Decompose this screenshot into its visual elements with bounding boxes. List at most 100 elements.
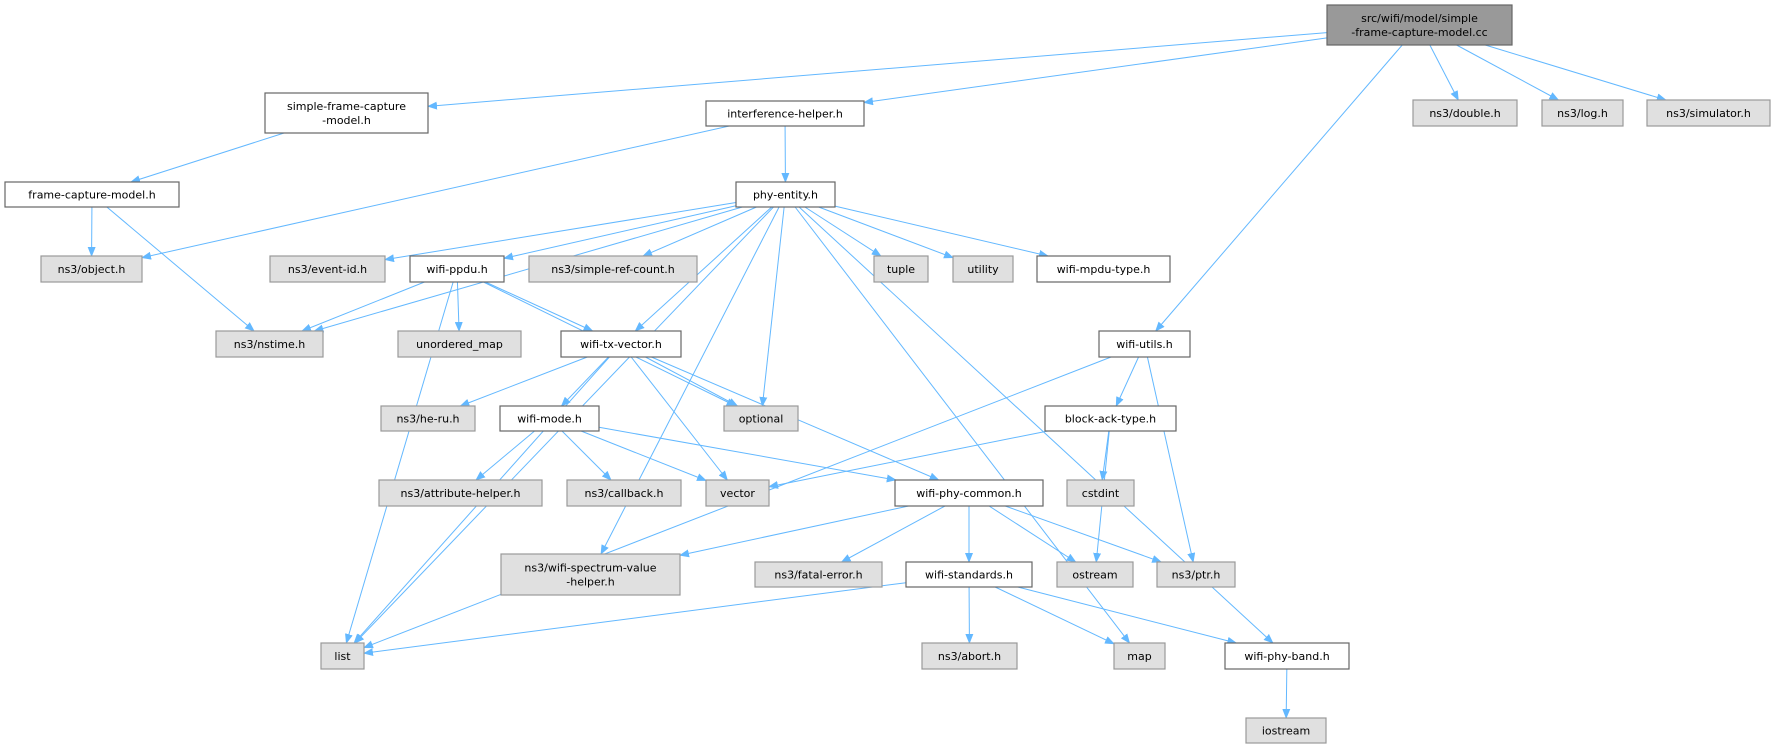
node-ih[interactable]: interference-helper.h <box>705 100 865 127</box>
node-box <box>1646 99 1771 127</box>
node-box <box>269 255 386 283</box>
node-box <box>754 561 883 588</box>
node-object: ns3/object.h <box>40 255 143 283</box>
node-box <box>528 255 698 283</box>
node-label: src/wifi/model/simple <box>1361 12 1478 25</box>
node-label: ns3/attribute-helper.h <box>401 487 521 500</box>
node-label: simple-frame-capture <box>287 100 406 113</box>
node-standards[interactable]: wifi-standards.h <box>905 561 1033 588</box>
node-utils[interactable]: wifi-utils.h <box>1098 330 1191 358</box>
node-label: wifi-standards.h <box>925 569 1013 582</box>
node-box <box>215 330 324 358</box>
node-label: ns3/double.h <box>1429 107 1500 120</box>
edge-sfcm-to-fcm <box>130 132 285 184</box>
edge-bat-to-cstdint <box>1099 430 1110 481</box>
node-txvec[interactable]: wifi-tx-vector.h <box>560 330 682 358</box>
edge-phy-to-ppdu <box>503 205 737 261</box>
node-mpdutype[interactable]: wifi-mpdu-type.h <box>1036 255 1171 283</box>
node-label: wifi-phy-common.h <box>916 487 1022 500</box>
node-mode[interactable]: wifi-mode.h <box>499 405 600 432</box>
node-box <box>1412 99 1518 127</box>
node-double: ns3/double.h <box>1412 99 1518 127</box>
node-box <box>1098 330 1191 358</box>
edge-standards-to-list <box>363 582 907 657</box>
node-box <box>1113 642 1166 670</box>
node-label: -helper.h <box>566 576 615 589</box>
node-box <box>4 181 180 208</box>
node-box <box>905 561 1033 588</box>
node-label: ns3/callback.h <box>585 487 664 500</box>
node-box <box>705 100 865 127</box>
node-box <box>1326 4 1513 46</box>
node-callback: ns3/callback.h <box>566 479 682 507</box>
node-label: ns3/simulator.h <box>1666 107 1751 120</box>
node-label: ns3/fatal-error.h <box>774 569 862 582</box>
node-label: unordered_map <box>416 338 503 351</box>
node-box <box>894 479 1044 507</box>
node-common[interactable]: wifi-phy-common.h <box>894 479 1044 507</box>
node-box <box>264 92 429 134</box>
node-box <box>1036 255 1171 283</box>
node-box <box>409 255 505 283</box>
node-label: -model.h <box>322 114 371 127</box>
node-label: tuple <box>887 263 915 276</box>
edge-common-to-fatal <box>840 505 946 563</box>
node-box <box>735 181 836 208</box>
edge-mode-to-attr <box>475 430 535 481</box>
edge-root-to-log <box>1456 44 1560 101</box>
node-vector: vector <box>705 479 770 507</box>
node-label: interference-helper.h <box>727 108 843 121</box>
edge-common-to-ptr <box>1005 505 1163 563</box>
edge-phy-to-txvec <box>634 206 773 332</box>
node-root[interactable]: src/wifi/model/simple-frame-capture-mode… <box>1326 4 1513 46</box>
node-box <box>40 255 143 283</box>
edge-mode-to-vector <box>580 430 707 481</box>
node-box <box>560 330 682 358</box>
node-map: map <box>1113 642 1166 670</box>
node-label: wifi-mode.h <box>517 413 582 426</box>
node-ptr: ns3/ptr.h <box>1156 561 1236 588</box>
node-label: iostream <box>1262 725 1310 738</box>
node-heru: ns3/he-ru.h <box>380 405 476 432</box>
edge-utils-to-bat <box>1115 356 1140 407</box>
node-box <box>723 405 799 432</box>
node-bat[interactable]: block-ack-type.h <box>1044 405 1177 432</box>
edge-fcm-to-nstime <box>106 206 255 332</box>
node-box <box>952 255 1014 283</box>
node-sfcm[interactable]: simple-frame-capture-model.h <box>264 92 429 134</box>
node-box <box>921 642 1018 670</box>
node-label: utility <box>967 263 999 276</box>
node-box <box>499 405 600 432</box>
edge-phy-to-src <box>642 206 757 257</box>
node-box <box>1056 561 1134 588</box>
node-cstdint: cstdint <box>1066 479 1135 507</box>
node-tuple: tuple <box>873 255 929 283</box>
edge-band-to-iostream <box>1282 668 1291 719</box>
node-label: wifi-tx-vector.h <box>580 338 662 351</box>
node-phy[interactable]: phy-entity.h <box>735 181 836 208</box>
edge-root-to-utils <box>1155 44 1403 332</box>
node-label: ns3/ptr.h <box>1172 569 1221 582</box>
edge-standards-to-map <box>994 586 1115 645</box>
node-label: optional <box>739 413 784 426</box>
node-fcm[interactable]: frame-capture-model.h <box>4 181 180 208</box>
edge-common-to-ostream <box>988 505 1077 563</box>
edge-utils-to-ptr <box>1146 356 1196 563</box>
node-ppdu[interactable]: wifi-ppdu.h <box>409 255 505 283</box>
edge-phy-to-tuple <box>804 206 882 257</box>
node-fatal: ns3/fatal-error.h <box>754 561 883 588</box>
node-label: ns3/simple-ref-count.h <box>551 263 675 276</box>
node-label: block-ack-type.h <box>1065 413 1156 426</box>
node-abort: ns3/abort.h <box>921 642 1018 670</box>
node-label: wifi-ppdu.h <box>426 263 487 276</box>
node-umap: unordered_map <box>397 330 522 358</box>
nodes-layer: src/wifi/model/simple-frame-capture-mode… <box>4 4 1771 744</box>
edge-txvec-to-optional <box>645 356 739 407</box>
node-optional: optional <box>723 405 799 432</box>
node-band[interactable]: wifi-phy-band.h <box>1224 642 1350 670</box>
edge-phy-to-utility <box>818 206 954 259</box>
edge-mode-to-callback <box>561 430 612 481</box>
node-label: wifi-utils.h <box>1116 338 1173 351</box>
node-spectrum: ns3/wifi-spectrum-value-helper.h <box>500 553 681 596</box>
